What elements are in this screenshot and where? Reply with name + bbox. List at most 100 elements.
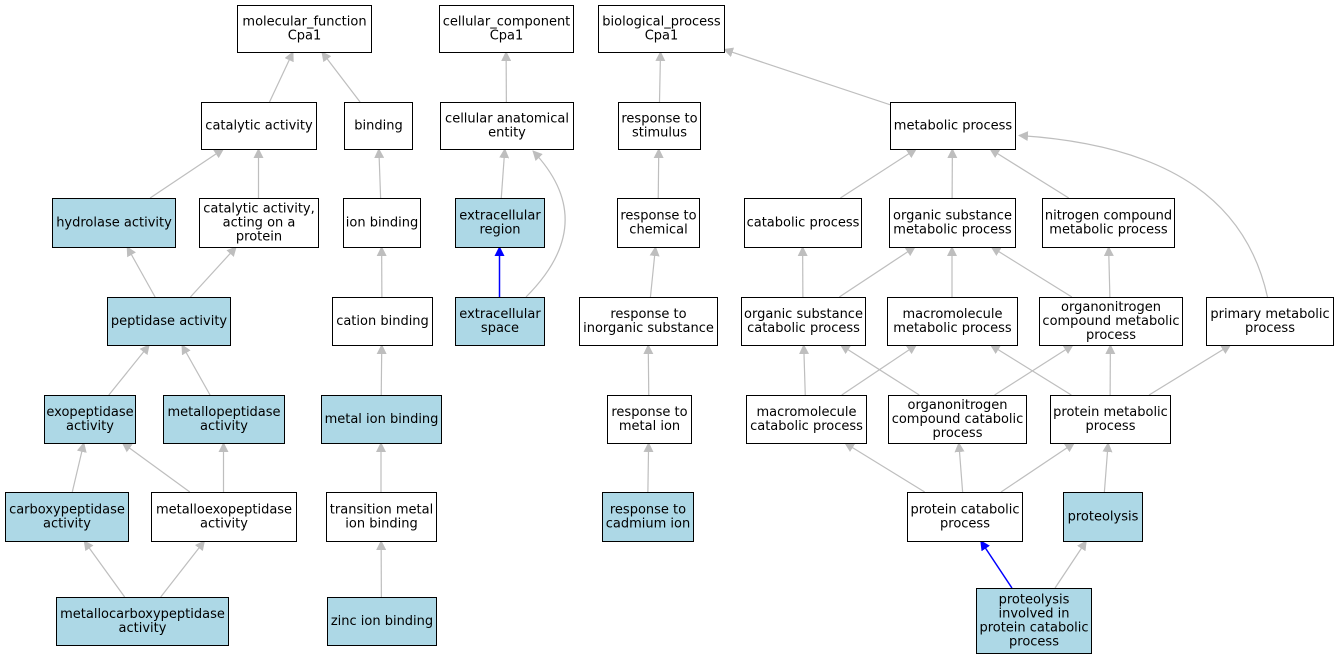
node-box [890, 102, 1016, 150]
edge-arrow [374, 148, 385, 199]
node-box [602, 492, 694, 542]
node-label-line: chemical [629, 222, 687, 237]
edge-arrow [149, 148, 225, 199]
node-label-line: process [933, 426, 983, 441]
node-box [455, 198, 545, 248]
edge-arrow [1102, 442, 1113, 493]
node-label-line: biological_process [602, 14, 721, 29]
node-label-line: molecular_function [242, 14, 366, 29]
node-label-line: metallopeptidase [167, 405, 280, 420]
edge-arrow [954, 442, 965, 493]
node-label-line: space [481, 321, 519, 336]
node-label-line: catalytic activity [205, 118, 313, 133]
node-box [598, 5, 725, 53]
edge-rinorg-to-rchem [649, 246, 660, 298]
node-label-line: proteolysis [999, 592, 1070, 607]
node-label-line: acting on a [223, 215, 296, 230]
go-term-node-peptidase: peptidase activity [107, 297, 231, 346]
edge-proteolysiscat-to-proteolysis [1054, 540, 1087, 589]
node-label-line: activity [200, 419, 248, 434]
node-label-line: cadmium ion [606, 516, 690, 531]
node-label-line: ion binding [345, 516, 417, 531]
node-label-line: compound catabolic [892, 412, 1024, 427]
node-label-line: Cpa1 [288, 28, 322, 43]
edge-metallocarboxy-to-metalloexo [160, 540, 206, 598]
node-box [163, 395, 285, 444]
node-label-line: activity [66, 419, 114, 434]
edge-arrow [121, 442, 191, 493]
edge-arrow [989, 344, 1072, 396]
node-label-line: ion binding [346, 215, 418, 230]
node-label-line: cellular anatomical [445, 111, 569, 126]
node-box [607, 395, 692, 444]
node-label-line: process [1009, 634, 1059, 649]
edge-protcat-to-protmp [1000, 442, 1076, 493]
edge-exreg-to-cae [499, 148, 510, 199]
edge-proteolysiscat-to-protcat [980, 540, 1013, 589]
node-label-line: primary metabolic [1210, 307, 1329, 322]
node-box [201, 102, 317, 150]
edge-arrow [643, 344, 654, 396]
node-label-line: transition metal [330, 502, 433, 517]
node-box [5, 492, 129, 542]
edge-arrow [989, 148, 1070, 199]
node-box [237, 5, 372, 53]
node-label-line: process [1086, 328, 1136, 343]
edge-metallocarboxy-to-carboxypep [83, 540, 126, 598]
node-box [107, 297, 231, 346]
node-box [439, 5, 574, 53]
edge-peptidase-to-catprot [189, 246, 237, 298]
edge-onccp-to-oncmp [994, 344, 1074, 396]
node-label-line: protein [236, 229, 282, 244]
node-box [744, 198, 862, 248]
edge-rchem-to-rstim [653, 148, 664, 199]
go-term-node-metab: metabolic process [890, 102, 1016, 150]
node-box [746, 395, 867, 444]
node-label-line: entity [488, 125, 526, 140]
node-label-line: metabolic process [894, 118, 1013, 133]
node-label-line: metalloexopeptidase [156, 502, 292, 517]
node-box [1206, 297, 1334, 346]
edge-arrow [126, 246, 156, 298]
node-box [1039, 297, 1183, 346]
node-box [976, 588, 1092, 654]
edge-arrow [321, 51, 361, 103]
node-label-line: response to [620, 208, 696, 223]
edge-metalloexo-to-exopep [121, 442, 191, 493]
node-label-line: exopeptidase [46, 405, 133, 420]
node-box [326, 492, 437, 542]
edge-arrow [799, 344, 810, 396]
node-box [887, 297, 1018, 346]
node-box [1063, 492, 1143, 542]
node-label-line: zinc ion binding [331, 614, 433, 629]
node-box [44, 395, 136, 444]
node-label-line: response to [621, 111, 697, 126]
node-label-line: binding [354, 118, 402, 133]
edge-arrow [83, 540, 126, 598]
node-box [455, 297, 545, 346]
node-label-line: process [940, 516, 990, 531]
go-term-node-hydrolase: hydrolase activity [52, 198, 176, 248]
node-label-line: metallocarboxypeptidase [60, 607, 225, 622]
node-label-line: organonitrogen [908, 398, 1008, 413]
edge-ncmp-to-metab [989, 148, 1070, 199]
edge-arrow [71, 442, 87, 493]
edge-arrow [838, 246, 916, 298]
node-box [618, 102, 701, 150]
edge-exopep-to-peptidase [108, 344, 150, 396]
node-label-line: protein metabolic [1053, 405, 1168, 420]
node-label-line: cellular_component [443, 14, 571, 29]
node-label-line: Cpa1 [645, 28, 679, 43]
go-term-node-cation: cation binding [332, 297, 433, 346]
node-label-line: peptidase activity [111, 314, 228, 329]
